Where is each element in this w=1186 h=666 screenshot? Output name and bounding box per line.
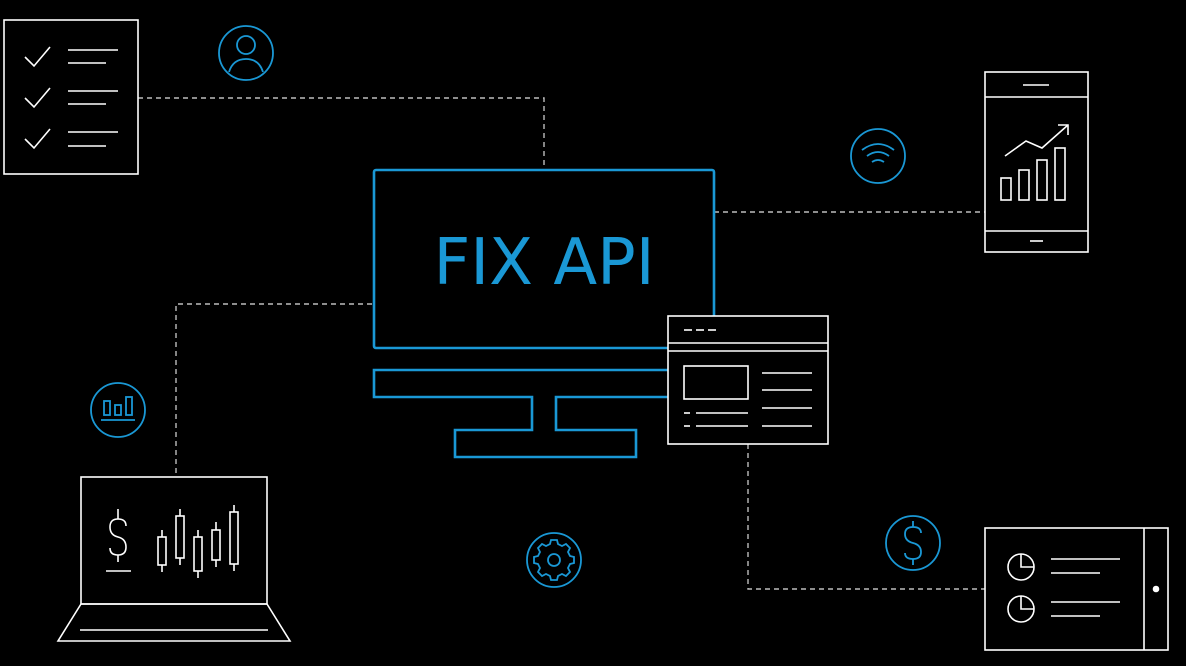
connector-checklist-monitor: [138, 97, 545, 170]
connector-browser-tablet: [747, 444, 985, 590]
connectors: [138, 97, 985, 590]
dollar-icon: [885, 515, 941, 571]
monitor-label: FIX API: [433, 226, 654, 300]
smartphone-chart-icon: [984, 71, 1089, 253]
wifi-icon: [850, 128, 906, 184]
checklist-icon: [3, 19, 139, 175]
connector-monitor-laptop: [175, 303, 372, 477]
browser-window-icon: [667, 315, 829, 445]
gear-icon: [526, 532, 582, 588]
tablet-pie-chart-icon: [984, 527, 1169, 651]
laptop-candlestick-icon: [56, 476, 292, 642]
bar-chart-icon: [90, 382, 146, 438]
user-icon: [218, 25, 274, 81]
monitor: [372, 168, 716, 459]
